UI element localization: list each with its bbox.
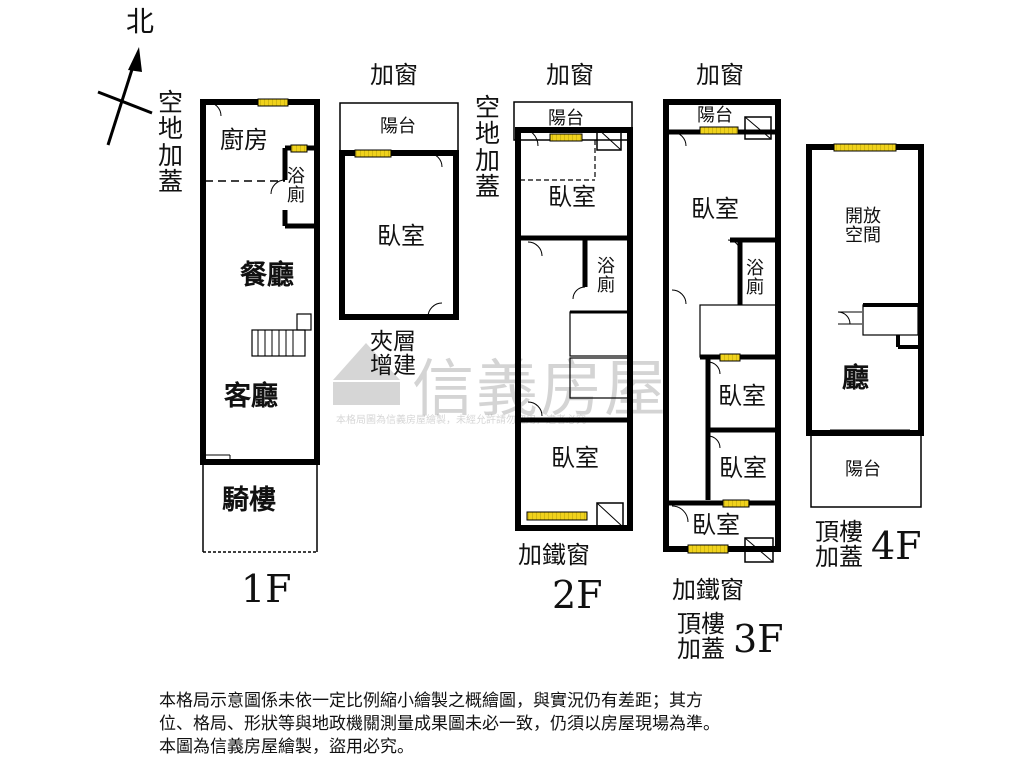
floor-4-open-space: 開放空間 [845,206,881,246]
disclaimer: 本格局示意圖係未依一定比例縮小繪製之概繪圖，與實況仍有差距；其方 位、格局、形狀… [159,690,879,759]
window-marker [719,353,741,362]
mezzanine-plan [339,102,459,320]
floor-2-plan [513,101,633,531]
window-marker [699,126,739,135]
floor-2-bedroom-front: 臥室 [548,183,596,211]
floor-4-balcony: 陽台 [845,459,881,480]
floor-4-hall: 廳 [842,363,869,394]
window-marker [833,143,897,152]
floor-3-window-note: 加窗 [696,61,744,89]
floor-3-roof-addition: 頂樓加蓋 [677,610,725,664]
floor-3-plan [663,99,781,563]
window-marker [687,544,729,554]
north-arrow-icon [97,47,153,146]
floor-label-3f: 3F [733,617,784,661]
disclaimer-line: 本圖為信義房屋繪製，盜用必究。 [159,737,414,757]
floor-3-iron-window-note: 加鐵窗 [672,576,744,604]
window-marker [257,98,289,107]
floor-4-plan [806,144,924,508]
room-arcade: 騎樓 [222,485,276,516]
north-label: 北 [126,5,155,38]
watermark-brand: 信義房屋 [412,352,669,425]
floor-label-4f: 4F [871,524,922,568]
floor-2-bedroom-back: 臥室 [551,444,599,472]
watermark-notice: 本格局圖為信義房屋繪製，未經允許請勿盜用，違者必究 [336,415,586,426]
mezzanine-addition-note: 夾層增建 [370,329,416,380]
floor-1-side-note: 空地加蓋 [158,88,184,196]
floor-3-bath: 浴廁 [746,258,764,298]
window-marker [290,144,308,153]
room-living: 客廳 [224,381,278,412]
room-kitchen: 廚房 [220,126,268,154]
floor-3-bedroom-a: 臥室 [718,382,766,410]
floor-label-1f: 1F [241,567,292,611]
window-marker [526,511,588,521]
window-marker [354,149,392,158]
floor-label-2f: 2F [552,573,603,617]
floor-4-roof-addition: 頂樓加蓋 [815,518,863,572]
floor-3-bedroom-c: 臥室 [692,511,740,539]
window-marker [722,499,750,508]
mezzanine-bedroom: 臥室 [377,222,425,250]
floor-2-window-note: 加窗 [546,61,594,89]
disclaimer-line: 本格局示意圖係未依一定比例縮小繪製之概繪圖，與實況仍有差距；其方 [159,691,703,711]
floor-2-bath: 浴廁 [597,256,615,296]
mezzanine-balcony: 陽台 [380,116,416,137]
disclaimer-line: 位、格局、形狀等與地政機關測量成果圖未必一致，仍須以房屋現場為準。 [159,714,720,734]
window-marker [549,133,583,142]
floor-3-bedroom-main: 臥室 [691,195,739,223]
room-dining: 餐廳 [240,260,294,291]
floor-2-balcony: 陽台 [548,108,584,129]
mezzanine-window-note: 加窗 [370,61,418,89]
room-bath-1f: 浴廁 [287,166,305,206]
floor-2-side-note: 空地加蓋 [475,93,501,201]
floor-3-bedroom-b: 臥室 [719,454,767,482]
floor-2-iron-window-note: 加鐵窗 [518,541,590,569]
floor-3-balcony: 陽台 [697,105,733,126]
watermark-logo-icon [333,343,400,405]
